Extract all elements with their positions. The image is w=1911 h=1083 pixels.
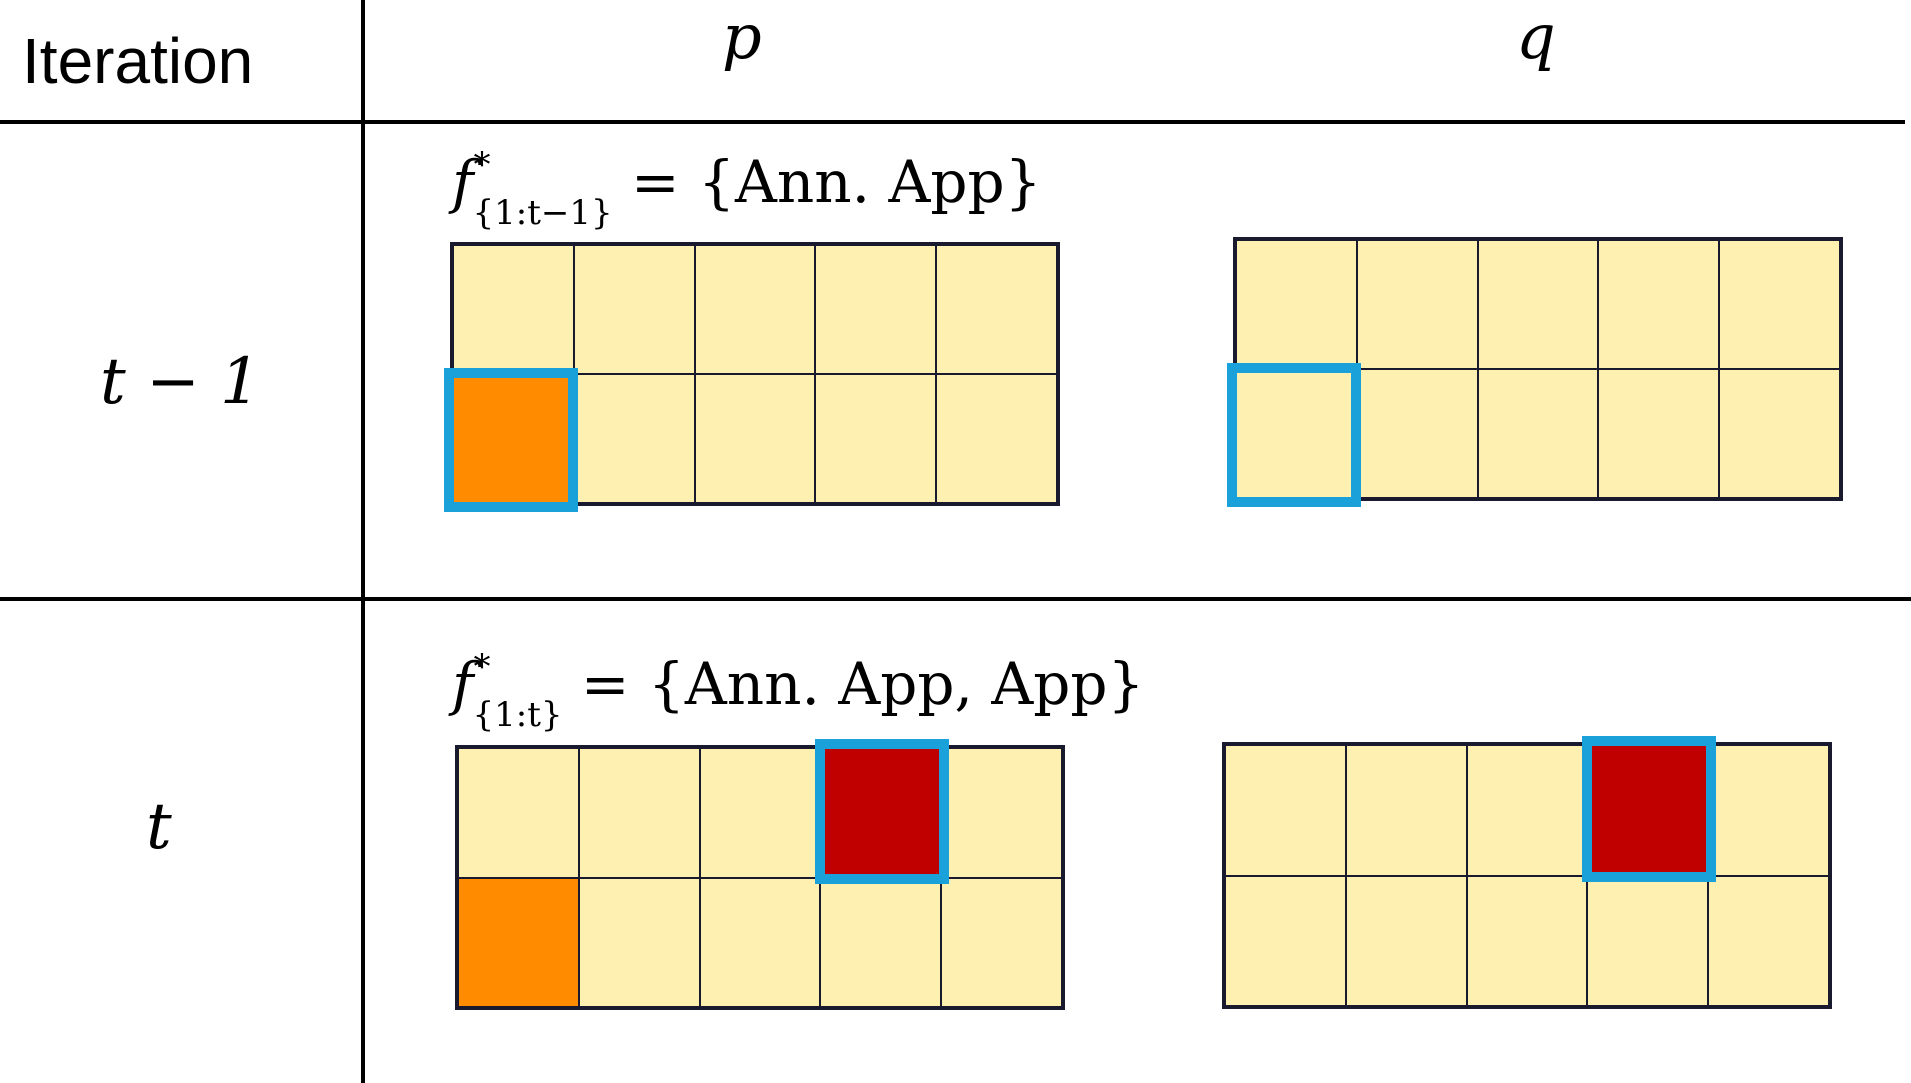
grid-cell-empty (1598, 369, 1720, 498)
grid-cell-empty (936, 374, 1057, 503)
iteration-header: Iteration (22, 25, 254, 97)
grid-cell-empty (578, 877, 700, 1007)
formula-subscript: {1:t} (472, 695, 563, 735)
q-grid-t (1222, 742, 1832, 1009)
grid-cell-empty (1719, 240, 1840, 369)
header-divider-line (0, 120, 1905, 124)
grid-cell-empty (1708, 745, 1829, 876)
grid-cell-orange (458, 877, 579, 1007)
row-divider-line (0, 597, 1911, 601)
row-label-t-minus-1: t − 1 (100, 345, 261, 419)
p-grid-t (455, 745, 1065, 1010)
p-column-header: p (722, 0, 762, 73)
grid-cell-empty (815, 374, 937, 503)
grid-cell-empty (1225, 875, 1346, 1006)
grid-cell-empty (1236, 369, 1357, 498)
grid-cell-empty (1466, 875, 1588, 1006)
column-divider-line (361, 0, 365, 1083)
grid-cell-empty (1477, 240, 1599, 369)
grid-cell-empty (1225, 745, 1346, 876)
grid-cell-empty (1719, 369, 1840, 498)
q-column-header: q (1516, 0, 1556, 73)
grid-cell-empty (941, 877, 1062, 1007)
formula-t: f* {1:t} = {Ann. App, App} (452, 647, 1145, 735)
grid-cell-red (1587, 745, 1709, 876)
grid-cell-empty (694, 374, 816, 503)
grid-cell-empty (820, 877, 942, 1007)
selected-cell-highlight (1227, 363, 1361, 507)
formula-superscript: * (473, 145, 491, 185)
grid-cell-empty (1477, 369, 1599, 498)
selected-cell-highlight (815, 739, 949, 884)
formula-f-symbol: f (452, 148, 474, 216)
selected-cell-highlight (1582, 736, 1716, 882)
grid-cell-empty (573, 374, 695, 503)
formula-t-minus-1: f* {1:t−1} = {Ann. App} (452, 145, 1042, 233)
grid-cell-empty (1356, 369, 1478, 498)
grid-cell-empty (1345, 875, 1467, 1006)
selected-cell-highlight (444, 368, 578, 512)
formula-f-symbol: f (452, 650, 474, 718)
formula-rhs: = {Ann. App, App} (580, 650, 1145, 718)
grid-cell-empty (1466, 745, 1588, 876)
row-label-t: t (146, 790, 172, 864)
grid-cell-empty (578, 748, 700, 878)
grid-cell-empty (1356, 240, 1478, 369)
grid-cell-empty (694, 245, 816, 374)
grid-cell-empty (1708, 875, 1829, 1006)
grid-cell-empty (699, 748, 821, 878)
grid-cell-empty (573, 245, 695, 374)
grid-cell-empty (1587, 875, 1709, 1006)
grid-cell-empty (936, 245, 1057, 374)
formula-subscript: {1:t−1} (472, 193, 613, 233)
grid-cell-empty (815, 245, 937, 374)
p-grid-t-minus-1 (450, 242, 1060, 506)
q-grid-t-minus-1 (1233, 237, 1843, 501)
grid-cell-empty (941, 748, 1062, 878)
grid-cell-empty (1345, 745, 1467, 876)
grid-cell-empty (1236, 240, 1357, 369)
grid-cell-empty (458, 748, 579, 878)
grid-cell-empty (699, 877, 821, 1007)
grid-cell-empty (1598, 240, 1720, 369)
grid-cell-empty (453, 245, 574, 374)
formula-rhs: = {Ann. App} (631, 148, 1042, 216)
grid-cell-red (820, 748, 942, 878)
formula-superscript: * (473, 647, 491, 687)
